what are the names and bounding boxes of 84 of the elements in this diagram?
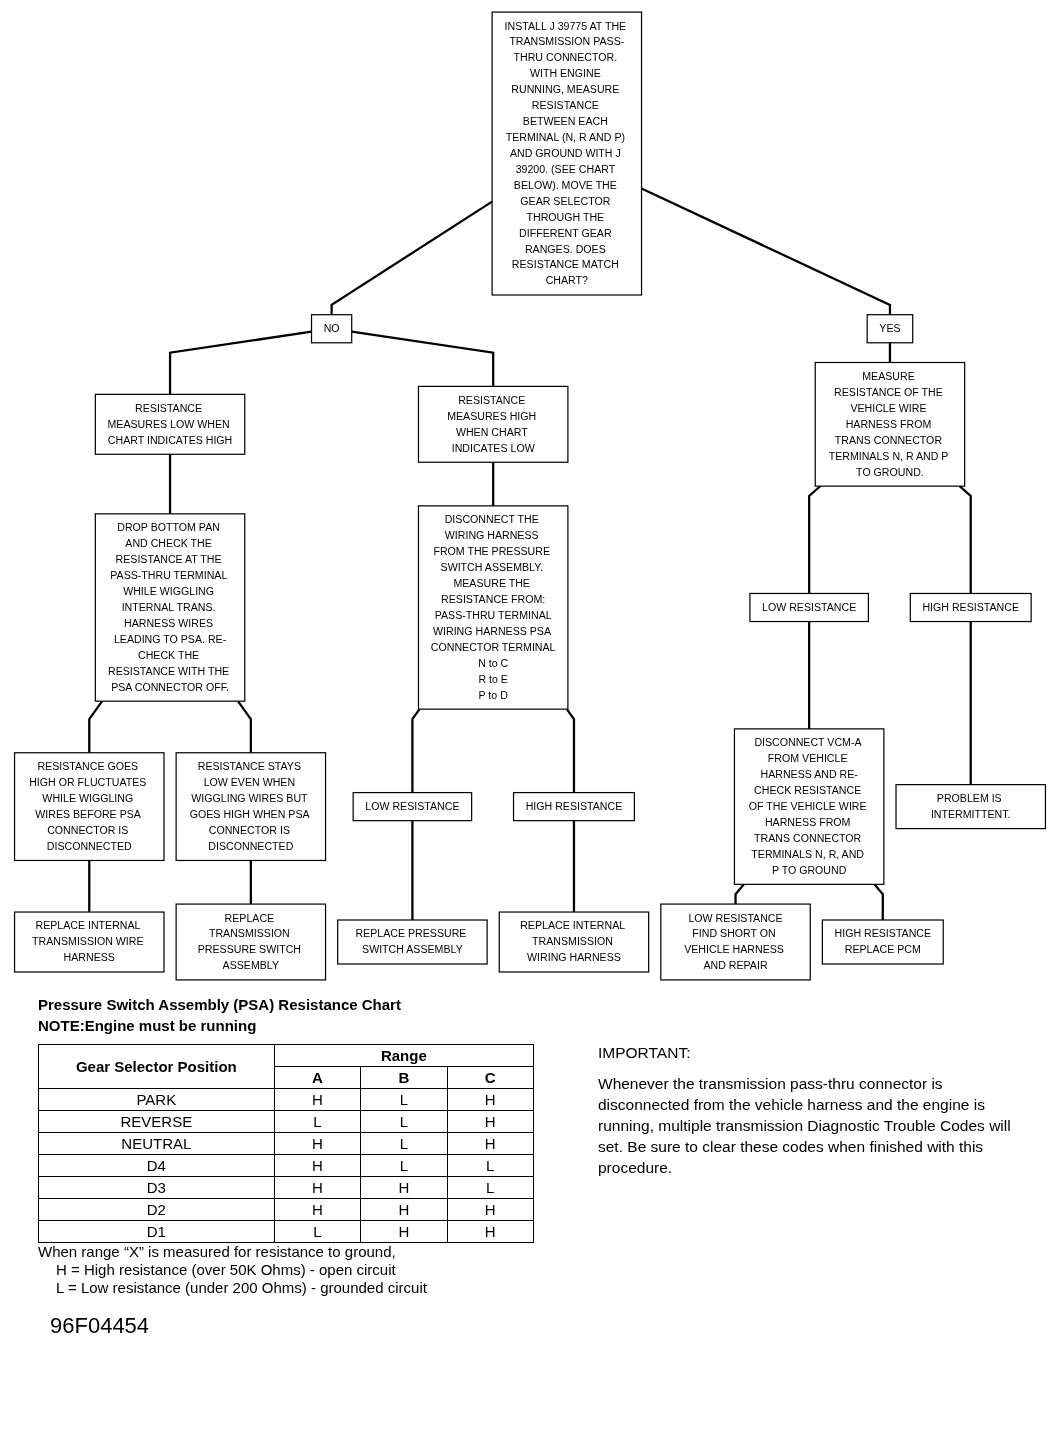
connector-line [330, 200, 493, 315]
process-box: LOW RESISTANCE [352, 791, 473, 822]
table-cell: L [360, 1110, 448, 1133]
process-box: HIGH RESISTANCE [512, 791, 635, 822]
connector-line [969, 621, 972, 785]
important-heading: IMPORTANT: [598, 1043, 691, 1063]
table-cell: H [360, 1198, 448, 1221]
table-cell: D1 [38, 1220, 275, 1243]
table-cell: L [360, 1154, 448, 1177]
header-cell: B [360, 1066, 448, 1089]
table-cell: H [447, 1220, 534, 1243]
footnote-text: L = Low resistance (under 200 Ohms) - grounded circuit [56, 1279, 427, 1297]
footnote-text: H = High resistance (over 50K Ohms) - open circuit [56, 1261, 396, 1279]
table-cell: L [360, 1088, 448, 1111]
table-cell: L [447, 1154, 534, 1177]
table-cell: H [447, 1198, 534, 1221]
table-cell: L [274, 1110, 361, 1133]
process-box: RESISTANCE GOES HIGH OR FLUCTUATES WHILE WIGGLING WIRES BEFORE PSA CONNECTOR IS DISCONNECTED [13, 752, 165, 862]
connector-line [808, 621, 811, 729]
process-box: MEASURE RESISTANCE OF THE VEHICLE WIRE HARNESS FROM TRANS CONNECTOR TERMINALS N, R AND P TO GROUND. [814, 361, 966, 487]
figure-number: 96F04454 [50, 1313, 150, 1339]
header-cell: Range [274, 1044, 534, 1067]
table-cell: D3 [38, 1176, 275, 1199]
table-cell: PARK [38, 1088, 275, 1111]
process-box: LOW RESISTANCE [749, 592, 869, 623]
connector-line [734, 883, 745, 905]
connector-line [411, 820, 414, 920]
table-cell: H [274, 1132, 361, 1155]
table-cell: D2 [38, 1198, 275, 1221]
connector-line [808, 485, 822, 594]
connector-line [888, 342, 892, 363]
connector-line [572, 820, 576, 913]
table-cell: H [274, 1088, 361, 1111]
connector-line [249, 860, 252, 905]
answer-box: YES [866, 314, 914, 344]
connector-line [168, 454, 172, 514]
table-cell: H [447, 1088, 534, 1111]
process-box: DISCONNECT VCM-A FROM VEHICLE HARNESS AND RE-CHECK RESISTANCE OF THE VEHICLE WIRE HARNESS FROM TRANS CONNECTOR TERMINALS N, R, AND P TO GROUND [733, 728, 885, 885]
connector-line [565, 708, 576, 793]
table-cell: REVERSE [38, 1110, 275, 1133]
process-box: INSTALL J 39775 AT THE TRANSMISSION PASS-THRU CONNECTOR. WITH ENGINE RUNNING, MEASURE RESISTANCE BETWEEN EACH TERMINAL (N, R AND P) AND GROUND WITH J 39200. (SEE CHART BELOW). MOVE THE GEAR SELECTOR THROUGH THE DIFFERENT GEAR RANGES. DOES RESISTANCE MATCH CHART? [491, 11, 643, 296]
process-box: HIGH RESISTANCE [909, 592, 1032, 623]
process-box: RESISTANCE STAYS LOW EVEN WHEN WIGGLING WIRES BUT GOES HIGH WHEN PSA CONNECTOR IS DISCONNECTED [175, 752, 327, 862]
connector-line [237, 700, 252, 753]
table-cell: H [360, 1176, 448, 1199]
header-cell: C [447, 1066, 534, 1089]
table-cell: H [274, 1176, 361, 1199]
header-cell: Gear Selector Position [38, 1044, 275, 1089]
table-cell: H [274, 1154, 361, 1177]
table-cell: L [447, 1176, 534, 1199]
process-box: DISCONNECT THE WIRING HARNESS FROM THE PRESSURE SWITCH ASSEMBLY. MEASURE THE RESISTANCE FROM: PASS-THRU TERMINAL WIRING HARNESS PSA CONNECTOR TERMINAL N to C R to E P to D [417, 505, 569, 710]
connector-line [411, 708, 421, 793]
important-note: Whenever the transmission pass-thru connector is disconnected from the vehicle harness and the engine is running, multiple transmission Diagnostic Trouble Codes will set. Be sure to clear these codes when finished with this procedure. [598, 1074, 1012, 1178]
process-box: RESISTANCE MEASURES LOW WHEN CHART INDICATES HIGH [94, 393, 246, 455]
table-cell: D4 [38, 1154, 275, 1177]
table-cell: H [447, 1110, 534, 1133]
connector-line [958, 485, 972, 594]
table-cell: L [360, 1132, 448, 1155]
process-box: HIGH RESISTANCE REPLACE PCM [821, 919, 944, 965]
connector-line [492, 462, 495, 506]
table-cell: L [274, 1220, 361, 1243]
connector-line [873, 883, 884, 920]
table-cell: H [274, 1198, 361, 1221]
connector-line [88, 860, 91, 913]
connector-line [351, 330, 495, 387]
connector-line [168, 330, 312, 395]
process-box: REPLACE INTERNAL TRANSMISSION WIRING HARNESS [498, 911, 650, 973]
process-box: LOW RESISTANCE FIND SHORT ON VEHICLE HARNESS AND REPAIR [660, 903, 811, 981]
table-cell: NEUTRAL [38, 1132, 275, 1155]
header-cell: A [274, 1066, 361, 1089]
table-cell: H [360, 1220, 448, 1243]
process-box: DROP BOTTOM PAN AND CHECK THE RESISTANCE AT THE PASS-THRU TERMINAL WHILE WIGGLING INTERNAL TRANS. HARNESS WIRES LEADING TO PSA. RE-CHECK THE RESISTANCE WITH THE PSA CONNECTOR OFF. [94, 513, 246, 702]
footnote-text: When range “X” is measured for resistance to ground, [38, 1243, 396, 1261]
process-box: REPLACE TRANSMISSION PRESSURE SWITCH ASSEMBLY [175, 903, 327, 981]
table-cell: H [447, 1132, 534, 1155]
note-text: NOTE:Engine must be running [38, 1016, 257, 1036]
chart-title: Pressure Switch Assembly (PSA) Resistance Chart [38, 995, 401, 1015]
process-box: REPLACE INTERNAL TRANSMISSION WIRE HARNESS [13, 911, 165, 973]
process-box: REPLACE PRESSURE SWITCH ASSEMBLY [337, 919, 488, 965]
process-box: PROBLEM IS INTERMITTENT. [895, 784, 1047, 830]
process-box: RESISTANCE MEASURES HIGH WHEN CHART INDICATES LOW [417, 385, 569, 463]
connector-line [88, 700, 104, 753]
answer-box: NO [310, 314, 353, 344]
connector-line [641, 187, 892, 315]
